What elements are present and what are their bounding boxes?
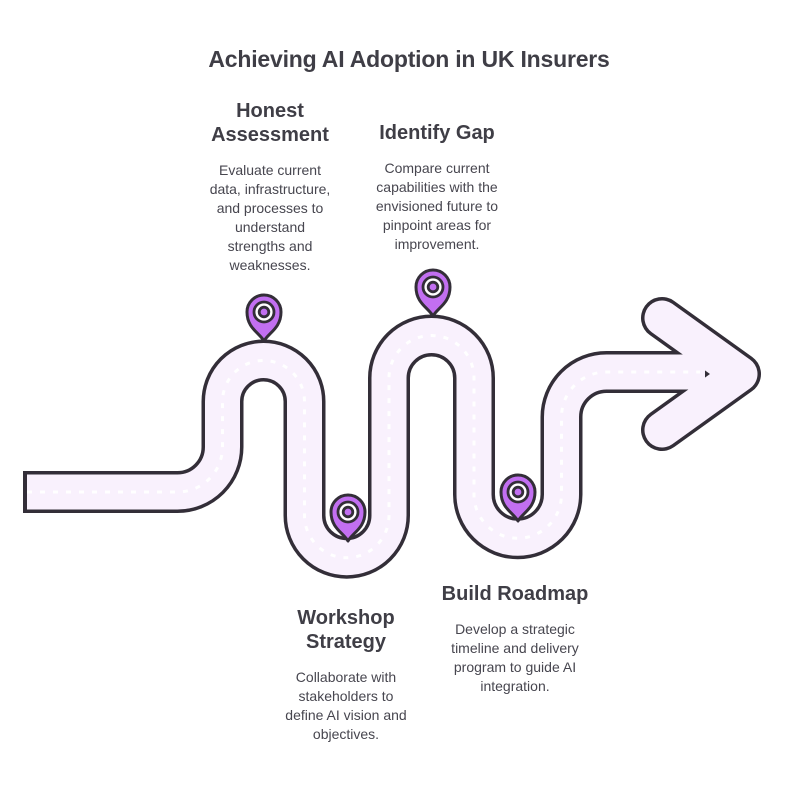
- road-path-fill: [27, 318, 705, 576]
- location-pin-icon-identify-gap: [414, 268, 452, 318]
- step-workshop-strategy: Workshop Strategy Collaborate with stake…: [285, 606, 406, 744]
- page-title: Achieving AI Adoption in UK Insurers: [208, 46, 610, 72]
- location-pin-icon-honest-assessment: [245, 293, 283, 343]
- step-body: Compare current capabilities with the en…: [375, 160, 499, 252]
- step-body: Evaluate current data, infrastructure, a…: [209, 162, 331, 273]
- step-heading: Identify Gap: [379, 122, 495, 144]
- step-heading: Workshop Strategy: [297, 607, 395, 653]
- step-body: Develop a strategic timeline and deliver…: [451, 621, 579, 694]
- step-identify-gap: Identify Gap Compare current capabilitie…: [376, 121, 498, 254]
- road-center-dashes: [27, 334, 700, 560]
- step-build-roadmap: Build Roadmap Develop a strategic timeli…: [442, 582, 589, 696]
- step-honest-assessment: Honest Assessment Evaluate current data,…: [210, 99, 331, 275]
- step-heading: Build Roadmap: [441, 583, 589, 605]
- arrow-head-icon-fill: [644, 300, 758, 448]
- step-heading: Honest Assessment: [211, 100, 329, 146]
- step-body: Collaborate with stakeholders to define …: [285, 669, 407, 742]
